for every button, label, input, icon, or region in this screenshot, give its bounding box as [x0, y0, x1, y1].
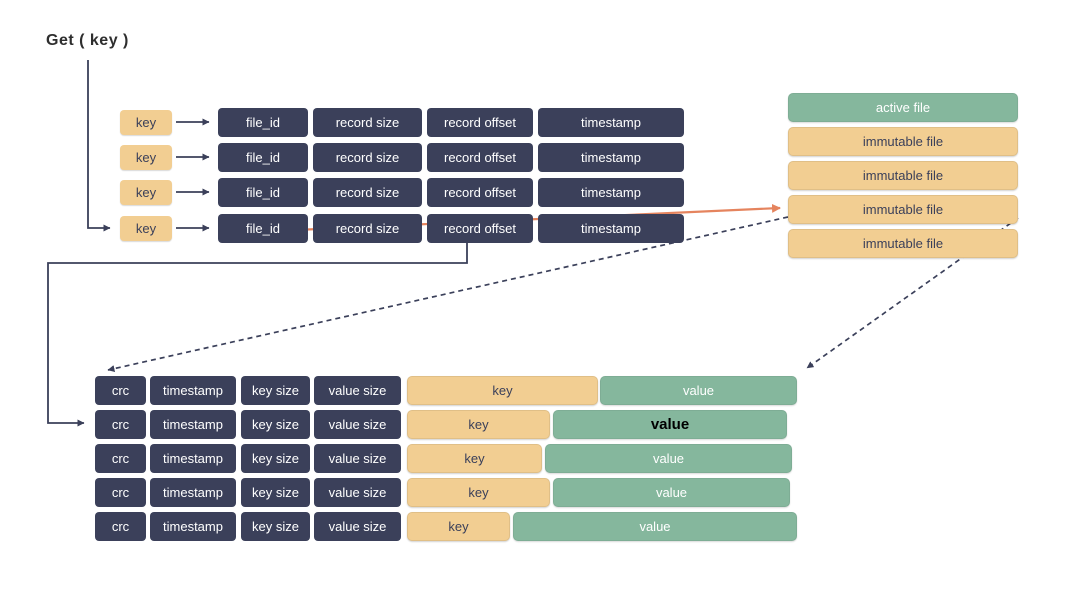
keydir-key: key [120, 145, 172, 170]
record-key-size: key size [241, 512, 310, 541]
record-value: value [545, 444, 792, 473]
keydir-timestamp: timestamp [538, 108, 684, 137]
record-key-size: key size [241, 478, 310, 507]
record-key: key [407, 410, 550, 439]
record-value-size: value size [314, 444, 401, 473]
keydir-timestamp: timestamp [538, 214, 684, 243]
record-crc: crc [95, 478, 146, 507]
keydir-key: key [120, 110, 172, 135]
get-key-arrow [87, 60, 111, 232]
record-value-size: value size [314, 410, 401, 439]
keydir-record-offset: record offset [427, 214, 533, 243]
record-timestamp: timestamp [150, 478, 236, 507]
record-timestamp: timestamp [150, 444, 236, 473]
record-key: key [407, 478, 550, 507]
keydir-file-id: file_id [218, 143, 308, 172]
immutable-file: immutable file [788, 127, 1018, 156]
record-crc: crc [95, 376, 146, 405]
record-crc: crc [95, 410, 146, 439]
keydir-file-id: file_id [218, 178, 308, 207]
record-value-size: value size [314, 376, 401, 405]
record-key: key [407, 444, 542, 473]
record-key: key [407, 512, 510, 541]
keydir-record-size: record size [313, 108, 422, 137]
record-key-size: key size [241, 410, 310, 439]
record-crc: crc [95, 512, 146, 541]
record-value-size: value size [314, 512, 401, 541]
keydir-record-size: record size [313, 214, 422, 243]
immutable-file: immutable file [788, 229, 1018, 258]
record-value-size: value size [314, 478, 401, 507]
record-value: value [600, 376, 797, 405]
record-value: value [513, 512, 797, 541]
active-file: active file [788, 93, 1018, 122]
keydir-timestamp: timestamp [538, 143, 684, 172]
keydir-key: key [120, 180, 172, 205]
record-key: key [407, 376, 598, 405]
record-key-size: key size [241, 376, 310, 405]
immutable-file: immutable file [788, 195, 1018, 224]
keydir-record-offset: record offset [427, 108, 533, 137]
keydir-key: key [120, 216, 172, 241]
keydir-file-id: file_id [218, 214, 308, 243]
immutable-file: immutable file [788, 161, 1018, 190]
record-timestamp: timestamp [150, 512, 236, 541]
record-timestamp: timestamp [150, 410, 236, 439]
keydir-record-size: record size [313, 143, 422, 172]
keydir-record-offset: record offset [427, 178, 533, 207]
record-crc: crc [95, 444, 146, 473]
keydir-record-offset: record offset [427, 143, 533, 172]
record-timestamp: timestamp [150, 376, 236, 405]
page-title: Get ( key ) [46, 32, 129, 49]
keydir-record-size: record size [313, 178, 422, 207]
keydir-file-id: file_id [218, 108, 308, 137]
record-value-highlighted: value [553, 410, 787, 439]
record-value: value [553, 478, 790, 507]
record-key-size: key size [241, 444, 310, 473]
keydir-timestamp: timestamp [538, 178, 684, 207]
